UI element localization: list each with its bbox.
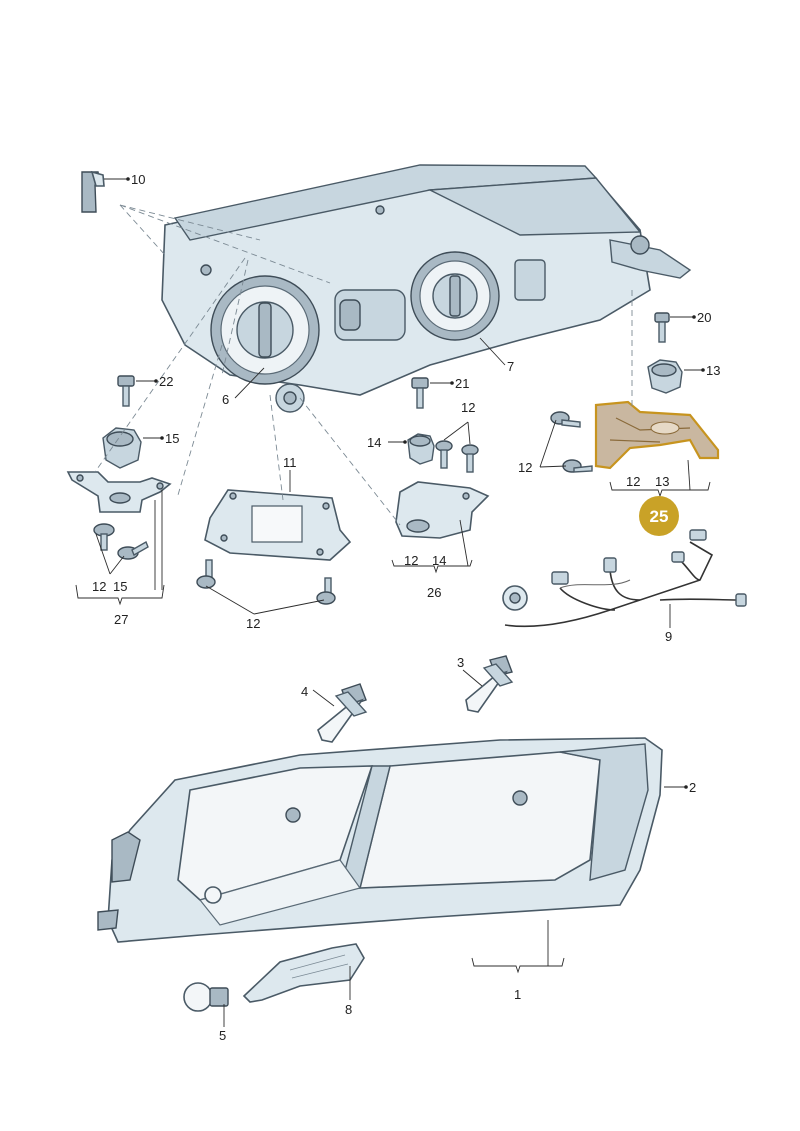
label-3: 3 — [457, 655, 464, 670]
label-sub-12-14-b: 14 — [432, 553, 446, 568]
label-20: 20 — [697, 310, 711, 325]
label-6: 6 — [222, 392, 229, 407]
label-7: 7 — [507, 359, 514, 374]
screw-part-20 — [654, 312, 670, 343]
label-22: 22 — [159, 374, 173, 389]
bulb-part-4 — [317, 683, 368, 743]
label-21: 21 — [455, 376, 469, 391]
label-4: 4 — [301, 684, 308, 699]
screws-part-12-module — [196, 559, 336, 605]
leader-lines — [95, 177, 705, 1027]
screw-part-21 — [411, 377, 429, 409]
screws-part-12-middle — [435, 440, 479, 473]
nut-part-13 — [647, 359, 683, 394]
label-12-bracket: 12 — [518, 460, 532, 475]
badge-label: 25 — [650, 507, 669, 526]
label-8: 8 — [345, 1002, 352, 1017]
label-27: 27 — [114, 612, 128, 627]
bulb-part-3 — [465, 655, 514, 713]
label-9: 9 — [665, 629, 672, 644]
control-module-part-11 — [204, 489, 352, 561]
reference-dash-lines — [94, 204, 633, 526]
label-14: 14 — [367, 435, 381, 450]
part-labels: 10 20 13 22 21 15 14 6 7 12 12 11 12 13 … — [92, 172, 720, 1043]
screws-part-12-bracket — [550, 411, 593, 473]
label-12-module: 12 — [246, 616, 260, 631]
label-26: 26 — [427, 585, 441, 600]
label-5: 5 — [219, 1028, 226, 1043]
label-11: 11 — [283, 455, 297, 470]
part-25-badge: 25 — [639, 496, 679, 536]
label-sub-12-15-b: 15 — [113, 579, 127, 594]
label-12-middle: 12 — [461, 400, 475, 415]
label-2: 2 — [689, 780, 696, 795]
nut-part-15 — [102, 427, 142, 469]
screw-part-22 — [117, 375, 135, 407]
label-sub-12-13-a: 12 — [626, 474, 640, 489]
clip-part-10 — [81, 170, 105, 213]
label-sub-12-13-b: 13 — [655, 474, 669, 489]
label-sub-12-14-a: 12 — [404, 553, 418, 568]
label-1: 1 — [514, 987, 521, 1002]
headlight-housing-rear — [161, 164, 692, 413]
wiring-harness-part-9 — [502, 529, 747, 628]
group-braces — [75, 481, 711, 974]
nut-part-14 — [407, 433, 435, 465]
bulb-part-5 — [183, 982, 229, 1012]
highlighted-bracket-part-25 — [594, 400, 720, 470]
bracket-part-26 — [395, 481, 490, 539]
label-10: 10 — [131, 172, 145, 187]
cover-part-8 — [242, 943, 365, 1003]
label-sub-12-15-a: 12 — [92, 579, 106, 594]
headlight-front-part-2 — [97, 737, 663, 943]
label-13: 13 — [706, 363, 720, 378]
bracket-part-27 — [66, 471, 172, 513]
screws-part-12-15-left — [93, 523, 149, 560]
label-15: 15 — [165, 431, 179, 446]
